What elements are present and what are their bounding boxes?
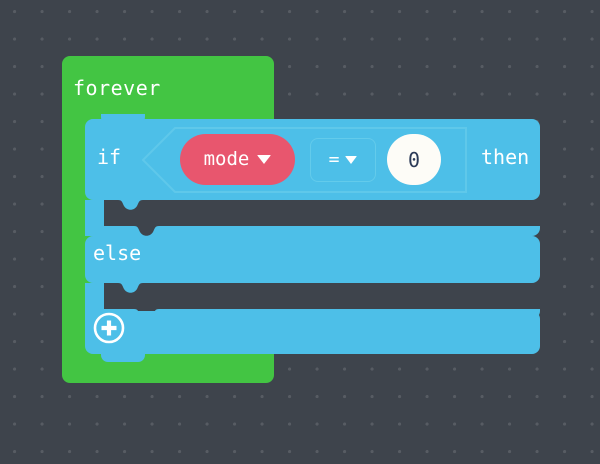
else-row[interactable] xyxy=(85,236,540,283)
plus-circle-icon[interactable] xyxy=(93,312,125,344)
number-input-field[interactable]: 0 xyxy=(387,134,441,185)
caret-down-icon[interactable] xyxy=(345,156,358,164)
then-keyword-label: then xyxy=(481,145,530,169)
boolean-condition-slot[interactable] xyxy=(142,127,467,193)
if-block-footer-row[interactable] xyxy=(85,311,540,354)
number-input-value: 0 xyxy=(407,147,421,172)
comparison-operator-dropdown[interactable]: = xyxy=(310,138,376,182)
variable-mode-block[interactable]: mode xyxy=(180,134,295,185)
caret-down-icon[interactable] xyxy=(257,155,272,164)
variable-mode-label: mode xyxy=(203,148,250,170)
if-block-bottom-notch xyxy=(101,352,145,362)
if-keyword-label: if xyxy=(97,145,122,169)
forever-block-label: forever xyxy=(73,76,161,100)
else-keyword-label: else xyxy=(93,241,142,265)
else-body-slot-notch xyxy=(104,283,540,319)
comparison-operator-label: = xyxy=(328,149,340,170)
if-body-slot-notch xyxy=(104,200,540,236)
